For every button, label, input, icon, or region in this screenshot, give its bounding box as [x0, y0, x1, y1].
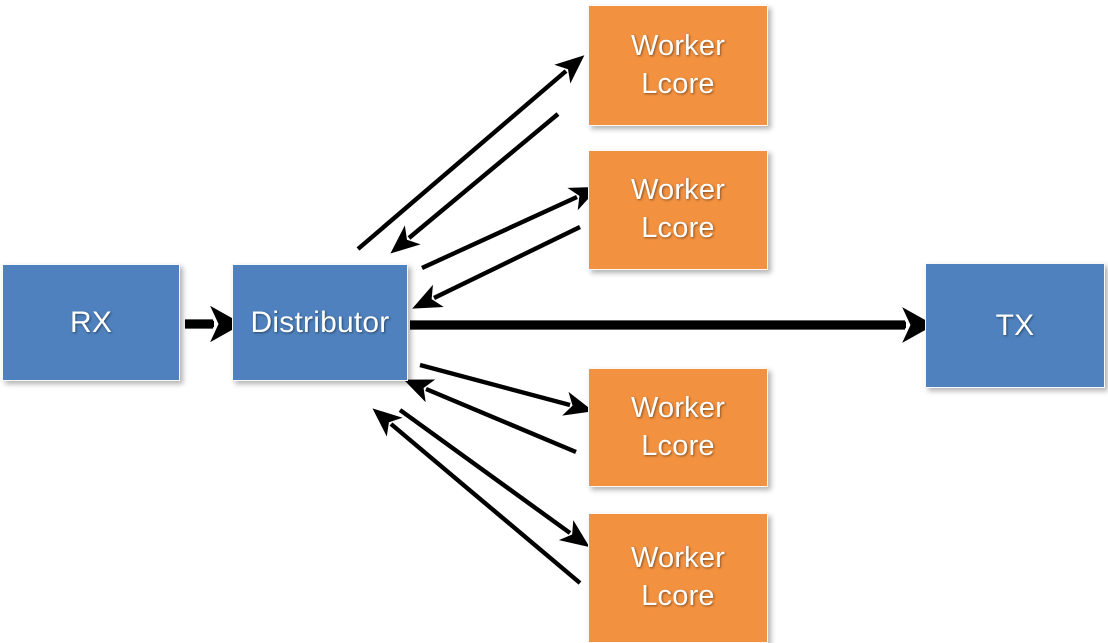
connector-worker4-to-distributor: [372, 408, 582, 585]
node-worker-lcore-1[interactable]: Worker Lcore: [588, 5, 768, 126]
node-worker-lcore-2-label: Worker Lcore: [630, 174, 726, 244]
node-worker-lcore-2[interactable]: Worker Lcore: [588, 150, 768, 270]
connector-worker1-to-distributor: [390, 112, 560, 254]
node-worker-lcore-3[interactable]: Worker Lcore: [588, 368, 768, 487]
node-worker-lcore-4-label: Worker Lcore: [630, 542, 726, 612]
node-worker-lcore-4[interactable]: Worker Lcore: [588, 513, 768, 643]
connector-distributor-to-worker4: [398, 408, 590, 548]
connector-distributor-to-worker2: [421, 186, 600, 271]
connector-rx-to-distributor: [185, 305, 243, 343]
node-distributor-label: Distributor: [250, 306, 390, 339]
connector-distributor-to-tx: [410, 307, 935, 343]
node-tx[interactable]: TX: [925, 263, 1105, 388]
connector-worker2-to-distributor: [412, 225, 581, 309]
node-rx-label: RX: [69, 306, 113, 339]
node-rx[interactable]: RX: [2, 264, 180, 381]
connector-distributor-to-worker1: [356, 55, 585, 251]
connector-distributor-to-worker3: [419, 362, 594, 416]
node-worker-lcore-3-label: Worker Lcore: [630, 391, 726, 462]
node-distributor[interactable]: Distributor: [232, 264, 408, 381]
node-worker-lcore-1-label: Worker Lcore: [630, 29, 726, 100]
node-tx-label: TX: [995, 309, 1035, 342]
connector-worker3-to-distributor: [403, 379, 577, 455]
